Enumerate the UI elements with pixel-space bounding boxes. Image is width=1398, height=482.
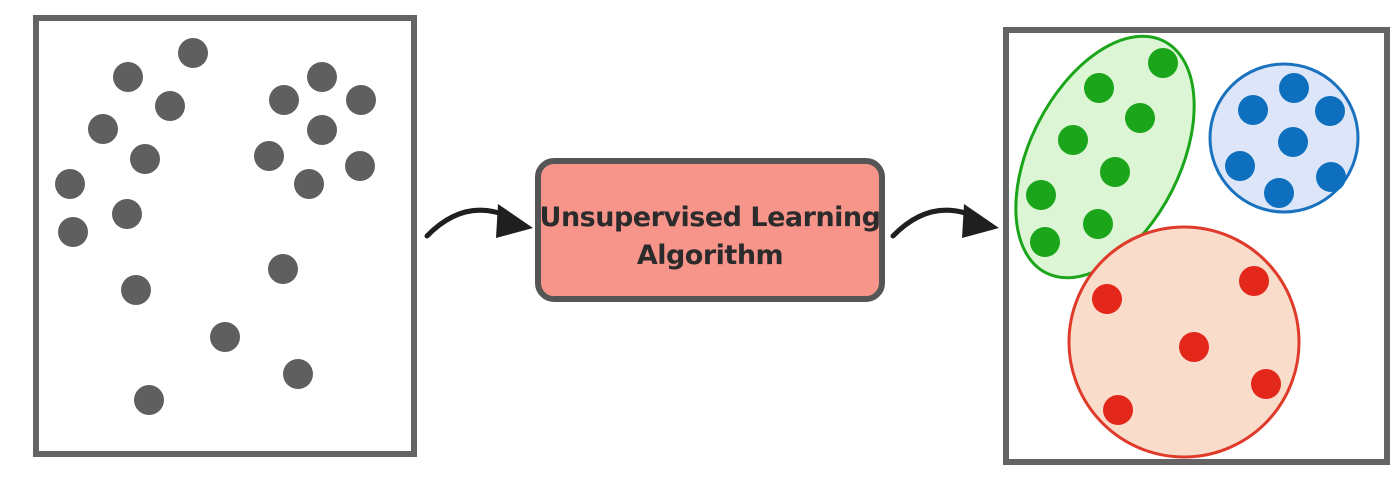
red-cluster-point xyxy=(1251,369,1281,399)
green-cluster-point xyxy=(1148,48,1178,78)
unlabeled-data-point xyxy=(254,141,284,171)
cluster-green-boundary xyxy=(1014,34,1196,280)
unlabeled-data-point xyxy=(113,62,143,92)
clustered-data-panel xyxy=(1003,27,1390,465)
green-cluster-point xyxy=(1100,157,1130,187)
unlabeled-data-point xyxy=(121,275,151,305)
green-cluster-point xyxy=(1030,227,1060,257)
unlabeled-data-point xyxy=(268,254,298,284)
red-cluster-point xyxy=(1092,284,1122,314)
blue-cluster-point xyxy=(1264,178,1294,208)
green-cluster-point xyxy=(1058,125,1088,155)
cluster-green xyxy=(1014,34,1196,280)
algorithm-label-line1: Unsupervised Learning xyxy=(540,202,881,233)
cluster-green-points xyxy=(1026,48,1178,257)
blue-cluster-point xyxy=(1316,162,1346,192)
red-cluster-point xyxy=(1179,332,1209,362)
blue-cluster-point xyxy=(1315,96,1345,126)
unlabeled-data-panel xyxy=(33,15,417,457)
unlabeled-data-frame xyxy=(33,15,417,457)
blue-cluster-point xyxy=(1279,73,1309,103)
unlabeled-data-point xyxy=(178,38,208,68)
unlabeled-data-point xyxy=(130,144,160,174)
algorithm-box: Unsupervised Learning Algorithm xyxy=(535,158,885,302)
green-cluster-point xyxy=(1083,209,1113,239)
algorithm-label-line2: Algorithm xyxy=(637,240,783,271)
cluster-blue-points xyxy=(1225,73,1346,208)
green-cluster-point xyxy=(1125,103,1155,133)
green-cluster-point xyxy=(1026,180,1056,210)
arrow-to-algorithm xyxy=(424,204,533,239)
blue-cluster-point xyxy=(1225,151,1255,181)
blue-cluster-point xyxy=(1238,95,1268,125)
unlabeled-data-point xyxy=(283,359,313,389)
unlabeled-data-point xyxy=(294,169,324,199)
cluster-red-points xyxy=(1092,266,1281,425)
unlabeled-data-point xyxy=(55,169,85,199)
unlabeled-data-point xyxy=(155,91,185,121)
red-cluster-point xyxy=(1239,266,1269,296)
cluster-blue xyxy=(1208,62,1360,214)
unlabeled-data-point xyxy=(346,85,376,115)
unlabeled-data-point xyxy=(210,322,240,352)
red-cluster-point xyxy=(1103,395,1133,425)
unlabeled-data-point xyxy=(134,385,164,415)
algorithm-box-shape xyxy=(535,158,885,302)
unlabeled-data-point xyxy=(345,151,375,181)
green-cluster-point xyxy=(1084,73,1114,103)
unlabeled-data-point xyxy=(112,199,142,229)
cluster-red xyxy=(1067,225,1301,459)
arrow-to-clusters xyxy=(890,204,999,239)
unlabeled-data-point xyxy=(269,85,299,115)
unlabeled-data-point xyxy=(58,217,88,247)
unlabeled-data-point xyxy=(307,115,337,145)
unlabeled-data-point xyxy=(307,62,337,92)
unlabeled-points xyxy=(55,38,376,415)
unlabeled-data-point xyxy=(88,114,118,144)
blue-cluster-point xyxy=(1278,127,1308,157)
